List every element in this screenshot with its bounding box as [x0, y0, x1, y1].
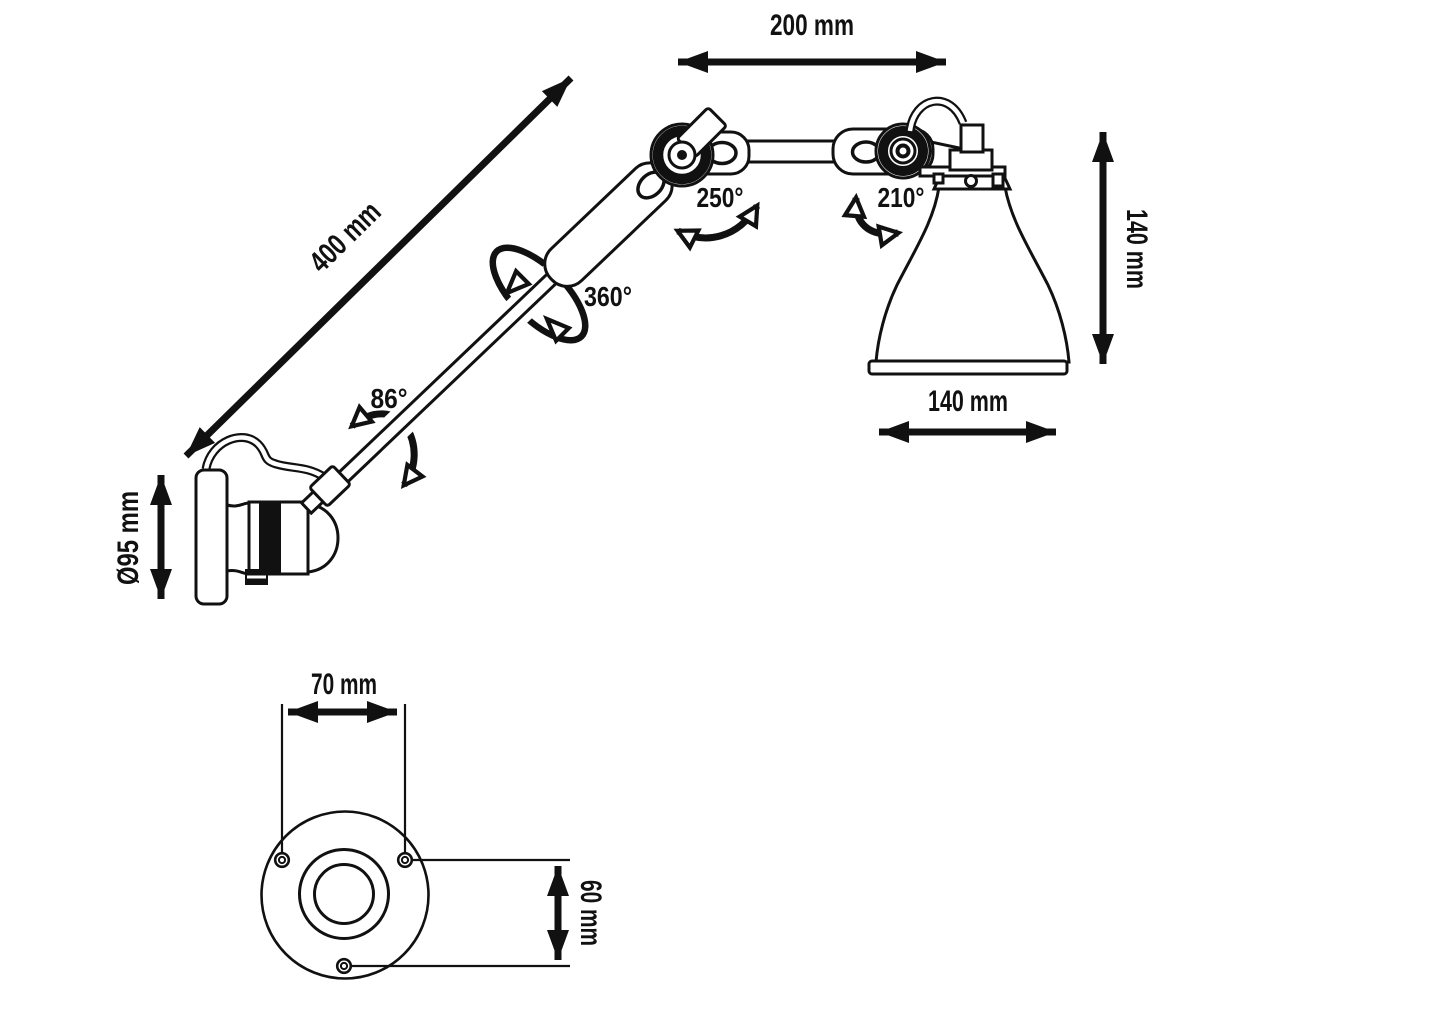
mount-band [259, 502, 281, 574]
lamp-shade [867, 123, 1071, 376]
wall-mount [194, 468, 340, 606]
angle-360-arrows [502, 267, 573, 345]
mount-neck [225, 501, 251, 576]
base-bottom-view: 70 mm 60 mm [260, 668, 607, 980]
power-cable-left [201, 433, 327, 481]
screw-hole [396, 851, 414, 869]
dim-95mm: Ø95 mm [112, 475, 172, 599]
screw-hole [335, 957, 353, 975]
angle-210 [841, 192, 904, 250]
dim-140mm-height-label: 140 mm [1120, 209, 1153, 289]
cable-connector [959, 123, 985, 154]
base-plate-circle [260, 810, 430, 980]
collar-screw [964, 174, 978, 188]
base-center-hole [313, 863, 375, 925]
angle-250-label: 250° [697, 182, 744, 213]
dim-140mm-height: 140 mm [1092, 132, 1153, 364]
arm-clamp [309, 465, 351, 507]
power-cable-right [905, 96, 968, 132]
base-ring [298, 848, 390, 940]
joint-axle [899, 147, 907, 155]
angle-86-label: 86° [371, 383, 408, 414]
dim-70mm-label: 70 mm [311, 668, 377, 701]
mount-dome [306, 502, 340, 574]
angle-250 [673, 201, 761, 252]
dim-140mm-width: 140 mm [879, 385, 1056, 443]
dim-70mm: 70 mm [280, 668, 407, 852]
shade-rim [867, 359, 1069, 376]
elbow-joint [543, 107, 751, 288]
dim-200mm: 200 mm [678, 9, 946, 73]
elbow-axle [677, 150, 687, 160]
wall-plate [194, 468, 229, 606]
screw-hole [273, 851, 291, 869]
dim-95mm-label: Ø95 mm [112, 491, 145, 585]
dim-200mm-label: 200 mm [770, 9, 854, 42]
dim-60mm-label: 60 mm [574, 880, 607, 946]
angle-210-label: 210° [878, 182, 925, 213]
dim-60mm: 60 mm [352, 858, 607, 968]
angle-360-label: 360° [584, 281, 632, 312]
shade-bell [874, 185, 1071, 364]
dim-140mm-width-label: 140 mm [928, 385, 1008, 418]
